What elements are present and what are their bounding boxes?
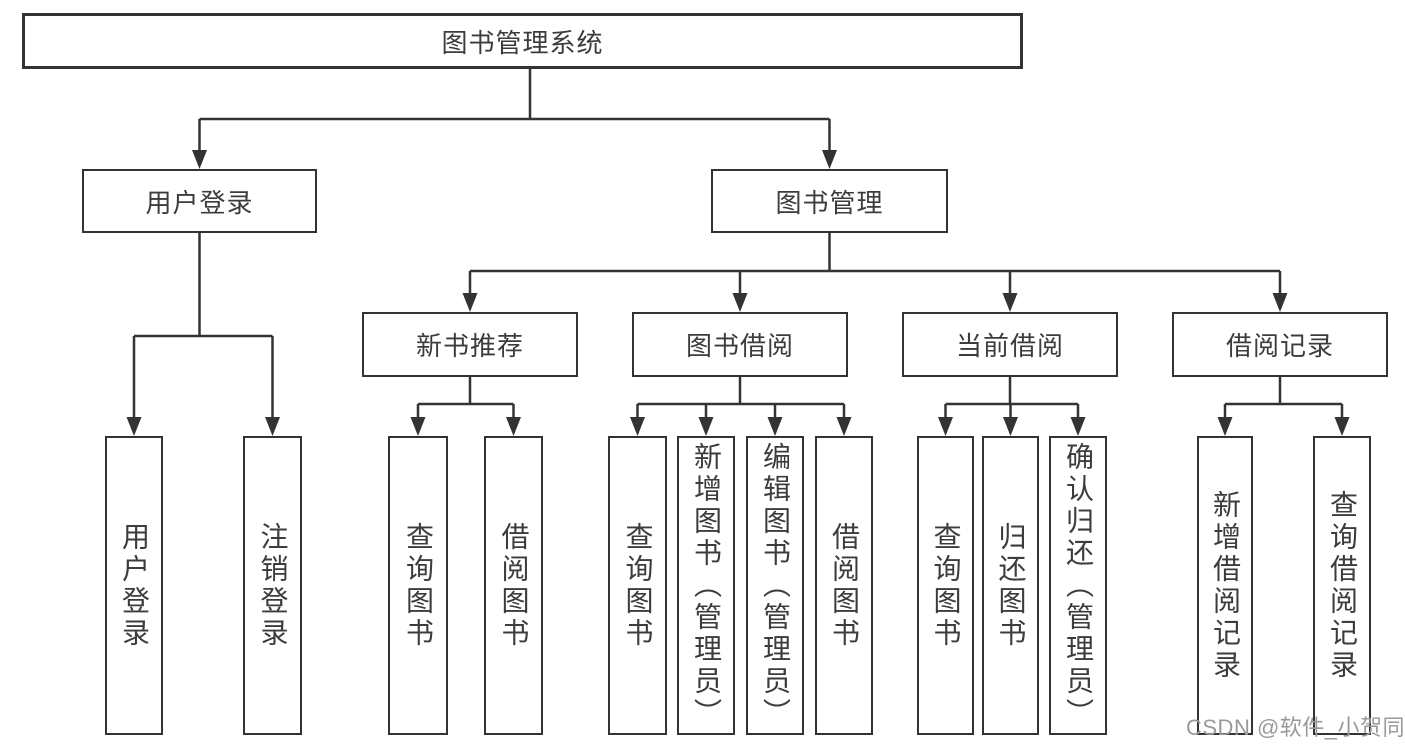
node-root: 图书管理系统	[22, 13, 1023, 69]
connector-book-borrow-group	[636, 377, 846, 419]
node-user-login: 用户登录	[82, 169, 317, 233]
node-leaf-query-book-1: 查询图书	[388, 436, 448, 735]
node-new-book-recommend: 新书推荐	[362, 312, 578, 377]
connector-borrow-records-group	[1223, 377, 1344, 419]
node-leaf-query-borrow-record: 查询借阅记录	[1313, 436, 1371, 735]
node-book-borrowing: 图书借阅	[632, 312, 848, 377]
node-leaf-query-book-2: 查询图书	[608, 436, 667, 735]
node-borrowing-records: 借阅记录	[1172, 312, 1388, 377]
connector-root-to-level2	[198, 69, 831, 152]
node-leaf-edit-book-admin: 编辑图书（管理员）	[746, 436, 804, 735]
watermark-text: CSDN @软件_小贺同学	[1186, 715, 1405, 740]
node-leaf-query-book-3: 查询图书	[917, 436, 974, 735]
node-leaf-borrow-book-2: 借阅图书	[815, 436, 873, 735]
node-leaf-logout: 注销登录	[243, 436, 302, 735]
node-leaf-add-book-admin: 新增图书（管理员）	[677, 436, 735, 735]
node-leaf-add-borrow-record: 新增借阅记录	[1197, 436, 1253, 735]
node-book-management: 图书管理	[711, 169, 948, 233]
connector-book-management-group	[468, 233, 1282, 295]
node-leaf-return-book: 归还图书	[982, 436, 1039, 735]
node-current-borrowing: 当前借阅	[902, 312, 1118, 377]
node-leaf-confirm-return-admin: 确认归还（管理员）	[1049, 436, 1107, 735]
node-leaf-user-login: 用户登录	[105, 436, 163, 735]
connector-current-borrow-group	[944, 377, 1080, 419]
connector-new-book-group	[416, 377, 515, 419]
connector-user-login-group	[132, 233, 274, 419]
node-leaf-borrow-book-1: 借阅图书	[484, 436, 543, 735]
